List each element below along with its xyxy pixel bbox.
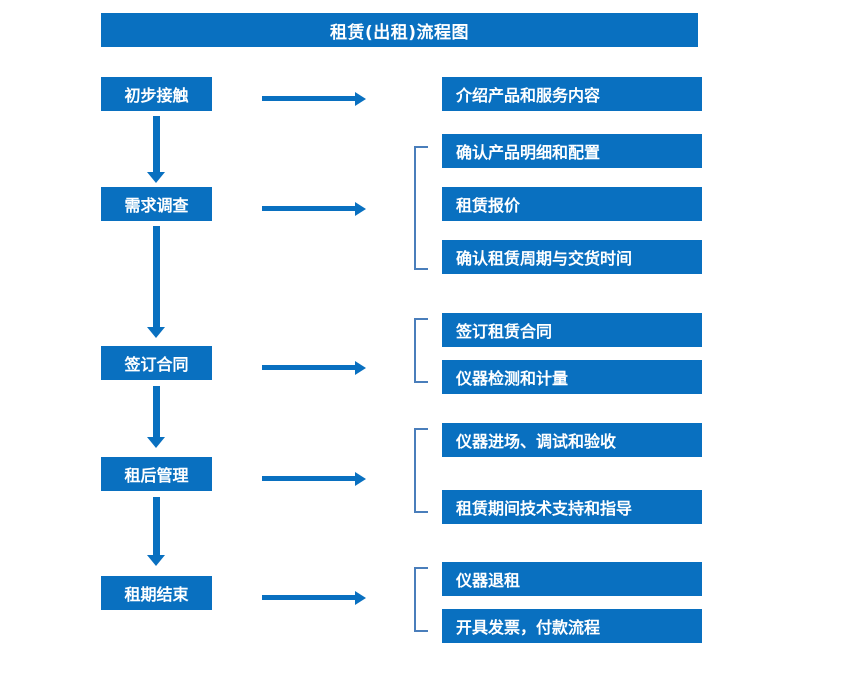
stage-box-5[interactable]: 租期结束 — [101, 576, 212, 610]
detail-box-3[interactable]: 租赁报价 — [442, 187, 702, 221]
stage-box-3[interactable]: 签订合同 — [101, 346, 212, 380]
stage-box-4[interactable]: 租后管理 — [101, 457, 212, 491]
stage-box-1[interactable]: 初步接触 — [101, 77, 212, 111]
stage-box-2[interactable]: 需求调查 — [101, 187, 212, 221]
detail-box-2[interactable]: 确认产品明细和配置 — [442, 134, 702, 168]
detail-box-6[interactable]: 仪器检测和计量 — [442, 360, 702, 394]
group-bracket-icon-1 — [414, 146, 428, 270]
detail-box-4[interactable]: 确认租赁周期与交货时间 — [442, 240, 702, 274]
group-bracket-icon-3 — [414, 428, 428, 513]
group-bracket-icon-4 — [414, 567, 428, 632]
detail-box-10[interactable]: 开具发票，付款流程 — [442, 609, 702, 643]
detail-box-7[interactable]: 仪器进场、调试和验收 — [442, 423, 702, 457]
detail-box-5[interactable]: 签订租赁合同 — [442, 313, 702, 347]
detail-box-9[interactable]: 仪器退租 — [442, 562, 702, 596]
detail-box-8[interactable]: 租赁期间技术支持和指导 — [442, 490, 702, 524]
diagram-title: 租赁(出租)流程图 — [101, 13, 698, 47]
group-bracket-icon-2 — [414, 318, 428, 383]
detail-box-1[interactable]: 介绍产品和服务内容 — [442, 77, 702, 111]
